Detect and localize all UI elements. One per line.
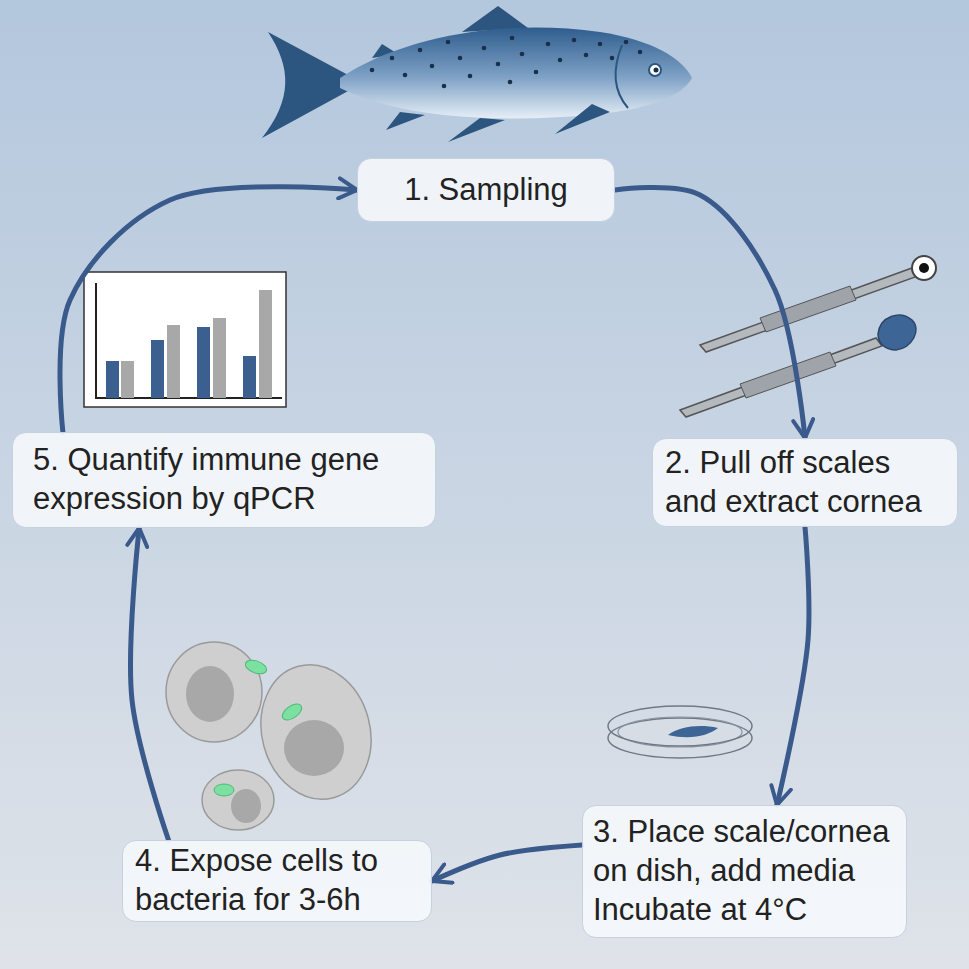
dish-base	[608, 718, 752, 758]
cycle-arrow	[60, 187, 357, 432]
fish-spot	[520, 52, 525, 57]
chart-frame	[84, 272, 286, 407]
process-box: 1. Sampling	[357, 158, 615, 222]
fish-spot	[468, 74, 473, 79]
bar-gray	[167, 325, 180, 398]
fish-pupil	[654, 68, 659, 73]
step-label: 1. Sampling	[370, 171, 602, 210]
petri-dish-illustration	[608, 706, 752, 758]
fish-spot	[546, 42, 551, 47]
cycle-arrow	[131, 528, 169, 840]
process-box: 4. Expose cells to bacteria for 3-6h	[122, 840, 432, 922]
fish-spot	[370, 68, 375, 73]
bar-gray	[259, 290, 272, 398]
fish-spot	[584, 53, 589, 58]
fish-spot	[598, 42, 603, 47]
bar-blue	[151, 340, 164, 398]
fish-spot	[403, 73, 408, 78]
process-box: 2. Pull off scales and extract cornea	[652, 438, 958, 527]
fish-spot	[430, 64, 435, 69]
fish-eye	[649, 64, 661, 76]
cell-nucleus	[284, 720, 344, 776]
bar-blue	[197, 327, 210, 398]
fish-spot	[458, 56, 463, 61]
bacterium	[214, 784, 234, 796]
eyeball	[912, 256, 936, 280]
bar-chart-illustration	[84, 272, 286, 407]
cells-illustration	[166, 642, 386, 830]
cycle-arrow	[615, 188, 805, 438]
bar-blue	[106, 361, 119, 398]
fish-spot	[442, 84, 447, 89]
fish-spot	[638, 50, 643, 55]
fish-spot	[610, 56, 615, 61]
fish-spot	[390, 56, 395, 61]
cycle-arrow	[432, 845, 582, 881]
fish-pelvic-fin	[448, 118, 505, 142]
step-label: 3. Place scale/cornea on dish, add media…	[593, 813, 896, 929]
fish-spot	[508, 80, 513, 85]
process-box: 3. Place scale/cornea on dish, add media…	[582, 805, 907, 938]
fish-spot	[558, 58, 563, 63]
fish-spot	[446, 40, 451, 45]
fish-spots	[370, 36, 643, 89]
dish-scale	[668, 726, 718, 737]
fish-spot	[496, 62, 501, 67]
forceps-lower-grip	[740, 352, 836, 398]
eyeball-pupil	[919, 263, 929, 273]
fish-spot	[418, 48, 423, 53]
fish-body	[340, 28, 692, 119]
dish-rim	[608, 706, 752, 746]
cell-nucleus	[186, 666, 234, 722]
salmon-illustration	[262, 6, 692, 142]
chart-axes	[96, 283, 282, 398]
process-box: 5. Quantify immune gene expression by qP…	[12, 432, 436, 528]
fish-spot	[624, 40, 629, 45]
step-label: 5. Quantify immune gene expression by qP…	[33, 441, 415, 519]
bar-gray	[213, 318, 226, 398]
bacterium	[244, 658, 269, 677]
bar-gray	[121, 361, 134, 398]
fish-gill	[616, 45, 628, 108]
fish-tail	[262, 32, 350, 138]
fish-scale	[878, 315, 916, 350]
cell-nucleus	[231, 789, 261, 823]
cycle-arrow	[777, 527, 809, 805]
forceps-upper	[700, 268, 918, 352]
fish-pectoral-fin	[555, 104, 610, 134]
cell	[166, 642, 262, 742]
step-label: 4. Expose cells to bacteria for 3-6h	[135, 842, 419, 920]
cell	[202, 770, 274, 830]
forceps-illustration	[680, 256, 936, 417]
fish-spot	[534, 70, 539, 75]
step-label: 2. Pull off scales and extract cornea	[665, 444, 945, 522]
fish-anal-fin	[386, 112, 425, 130]
fish-spot	[510, 36, 515, 41]
fish-spot	[572, 38, 577, 43]
bacterium	[280, 701, 305, 723]
bar-blue	[243, 356, 256, 398]
fish-spot	[482, 46, 487, 51]
forceps-lower	[680, 338, 882, 417]
